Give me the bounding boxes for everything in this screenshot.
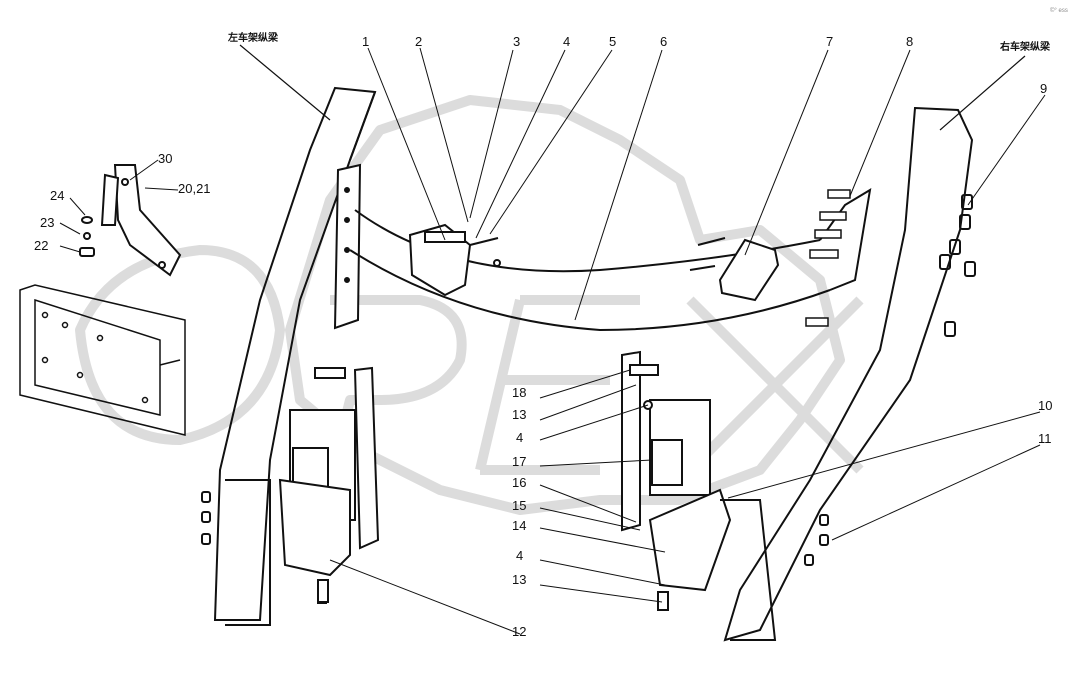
callout-13-lower: 13	[512, 572, 526, 587]
callout-14: 14	[512, 518, 526, 533]
callout-8: 8	[906, 34, 913, 49]
right-frame-rail	[723, 106, 976, 642]
left-frame-caption: 左车架纵梁	[227, 31, 279, 44]
callout-7: 7	[826, 34, 833, 49]
callout-5: 5	[609, 34, 616, 49]
corner-watermark: ©° ess	[1050, 7, 1068, 14]
callout-15: 15	[512, 498, 526, 513]
callout-17: 17	[512, 454, 526, 469]
left-frame-leader	[239, 44, 331, 121]
callout-11: 11	[1038, 431, 1052, 446]
right-frame-leader	[939, 55, 1026, 131]
right-spring-bracket	[621, 350, 732, 611]
left-u-bolt	[201, 479, 271, 626]
left-frame-rail	[213, 86, 377, 621]
right-upper-bolts	[805, 189, 851, 327]
callout-2: 2	[415, 34, 422, 49]
callout-4-middle: 4	[516, 430, 523, 445]
leader-lines	[59, 47, 1046, 635]
right-crossmember-bracket	[689, 237, 780, 302]
callout-1: 1	[362, 34, 369, 49]
callout-16: 16	[512, 475, 526, 490]
callout-18: 18	[512, 385, 526, 400]
callout-13-upper: 13	[512, 407, 526, 422]
left-crossmember-bracket	[408, 223, 501, 297]
callout-24: 24	[50, 188, 64, 203]
detail-bracket-assembly	[79, 164, 182, 277]
callout-20-21: 20,21	[178, 181, 211, 196]
right-frame-caption: 右车架纵梁	[999, 40, 1051, 53]
callout-4-top: 4	[563, 34, 570, 49]
detail-plate-box	[19, 284, 186, 436]
left-spring-bracket	[278, 366, 380, 604]
callout-6: 6	[660, 34, 667, 49]
callout-10: 10	[1038, 398, 1052, 413]
right-u-bolt	[720, 499, 829, 641]
callout-30: 30	[158, 151, 172, 166]
callout-12: 12	[512, 624, 526, 639]
callout-3: 3	[513, 34, 520, 49]
callout-23: 23	[40, 215, 54, 230]
left-mount-plate	[333, 163, 362, 330]
callout-22: 22	[34, 238, 48, 253]
callout-4-lower: 4	[516, 548, 523, 563]
callout-9: 9	[1040, 81, 1047, 96]
